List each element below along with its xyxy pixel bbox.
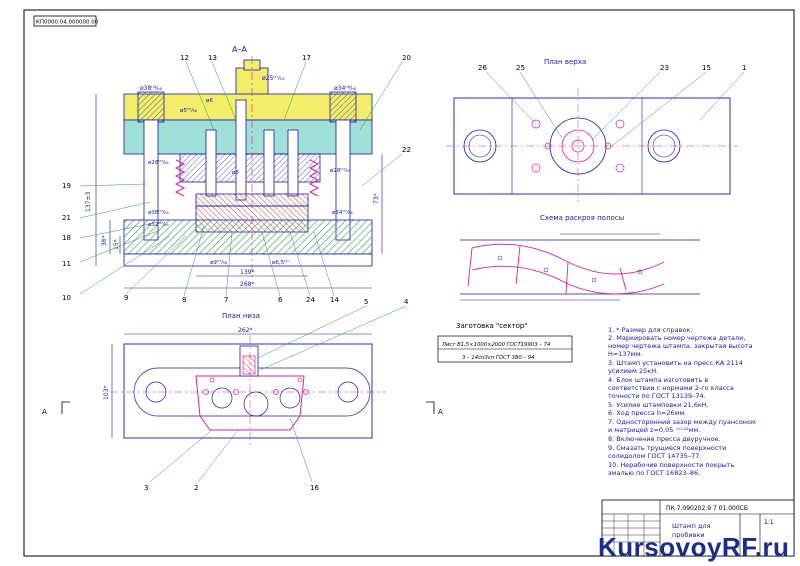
title-block: ПК 7.090202.9 7 01.000СБ Штамп для проби… [601, 499, 795, 557]
callout-10: 10 [62, 294, 71, 302]
note-4b: соответствии с нормами 2-го класса [608, 384, 734, 392]
callout-6: 6 [278, 296, 283, 304]
note-4c: точности по ГОСТ 13139–74. [608, 392, 706, 400]
callout-26: 26 [478, 64, 487, 72]
callout-25: 25 [516, 64, 525, 72]
dim-d38b: ø38ᴴ⁷⁄ₕ₆ [148, 209, 169, 216]
note-5: 5. Усилие штамповки 21,6кН. [608, 401, 709, 409]
strip-title: Схема раскроя полосы [540, 214, 624, 222]
doc-code: ПК 7.090202.9 7 01.000СБ [666, 505, 748, 512]
callout-17: 17 [302, 54, 311, 62]
note-2c: Н=137мм. [608, 350, 643, 358]
top-view-title: План верха [544, 58, 586, 66]
dim-d38: ø38ⁿ⁹⁄ₕ₈ [140, 85, 163, 92]
note-2b: номер чертежа штампа, закрытая высота [608, 342, 753, 350]
callout-8: 8 [182, 296, 186, 304]
note-8: 8. Включение пресса двуручное. [608, 435, 721, 443]
stamp-code-box: КП0000.04.000000.00 [33, 15, 99, 27]
callout-16: 16 [310, 484, 319, 492]
scale-value: 1:1 [764, 519, 774, 526]
blank-formula-bottom: 3 – 14сп3сп ГОСТ 380 – 94 [462, 355, 535, 361]
dim-d9: ø9ᴴ⁷⁄ₕ₆ [210, 259, 228, 266]
callout-5: 5 [364, 298, 368, 306]
dim-d34b: ø34ᴴ⁷⁄ₕ₆ [332, 209, 353, 216]
note-6: 6. Ход пресса h=26мм. [608, 409, 687, 417]
stamp-code: КП0000.04.000000.00 [36, 20, 99, 26]
blank-title: Заготовка "сектор" [456, 322, 528, 330]
callout-4: 4 [404, 298, 409, 306]
dim-d65: ø6,5ᴴ⁷ [272, 259, 289, 266]
drawing-name-line1: Штамп для [672, 522, 711, 530]
dim-d25: ø25ᴴ⁷⁄ₖ₆ [262, 75, 285, 82]
dim-d6: ø6 [206, 98, 213, 104]
top-view: План верха 26 25 23 15 1 [446, 58, 746, 202]
watermark: KursovoyRF.ru [598, 532, 790, 562]
dim-h103: 103* [103, 386, 110, 400]
section-title: А–А [232, 45, 247, 54]
dim-w262: 262* [238, 327, 252, 334]
callout-21: 21 [62, 214, 71, 222]
dim-d34: ø34ⁿ⁹⁄ₕ₈ [334, 85, 357, 92]
dim-h137: 137±3 [85, 192, 92, 212]
callout-13: 13 [208, 54, 217, 62]
bottom-view-title: План низа [222, 312, 260, 320]
drawing-name-line2: пробивки [672, 531, 705, 539]
callout-12: 12 [180, 54, 189, 62]
dim-h36: 36* [101, 235, 108, 246]
note-9b: солидолом ГОСТ 14735–77. [608, 452, 702, 460]
callout-15: 15 [702, 64, 711, 72]
dim-d28-left: ø28ᴴ⁷⁄ₕ₆ [148, 159, 169, 166]
section-view: А–А ø38ⁿ⁹⁄ₕ₈ ø34ⁿ⁹⁄ₕ₈ ø25ᴴ [62, 45, 411, 304]
section-mark-right: А [438, 408, 443, 416]
callout-18: 18 [62, 234, 71, 242]
callout-11: 11 [62, 260, 71, 268]
blank-formula-top: Лист В1,5×1000×2000 ГОСТ19903 – 74 [441, 342, 550, 348]
callout-20: 20 [402, 54, 411, 62]
dim-d5: ø5ᴴ⁷⁄ₕ₆ [180, 107, 198, 114]
blank-spec: Заготовка "сектор" Лист В1,5×1000×2000 Г… [437, 322, 573, 363]
note-3b: усилием 25кН. [608, 367, 659, 375]
bottom-view: План низа 262* 103* А А [42, 298, 443, 492]
callout-9: 9 [124, 294, 128, 302]
note-10b: эмалью по ГОСТ 16823–86. [608, 469, 701, 477]
callout-23: 23 [660, 64, 669, 72]
dim-d32: ø32ᴴ⁷⁄ₕ₆ [148, 221, 169, 228]
note-1: 1. * Размер для справок. [608, 326, 693, 334]
note-7: 7. Односторонний зазор между пуансоном [608, 418, 756, 426]
dim-w268: 268* [240, 281, 254, 288]
sheet-frame [23, 9, 795, 557]
callout-7: 7 [224, 296, 228, 304]
dim-d28-right: ø28ᴴ⁷⁄ₕ₆ [330, 167, 351, 174]
note-7b: и матрицей z=0,05 ⁺⁰·⁰²мм. [608, 426, 701, 434]
strip-layout: Схема раскроя полосы [460, 214, 700, 301]
callout-1: 1 [742, 64, 746, 72]
section-mark-left: А [42, 408, 47, 416]
dim-h73: 73* [373, 193, 380, 204]
note-2: 2. Маркировать номер чертежа детали, [608, 334, 746, 342]
note-4: 4. Блок штампа изготовить в [608, 376, 709, 384]
callout-14: 14 [330, 296, 339, 304]
callout-22: 22 [402, 146, 411, 154]
dim-d3: ø3 [232, 170, 239, 176]
note-9: 9. Смазать трущиеся поверхности [608, 444, 727, 452]
callout-24: 24 [306, 296, 315, 304]
dim-h15: 15* [113, 239, 120, 250]
callout-2: 2 [194, 484, 198, 492]
callout-19: 19 [62, 182, 71, 190]
dim-w139: 139* [240, 269, 254, 276]
callout-3: 3 [144, 484, 148, 492]
note-3: 3. Штамп установить на пресс КА 2114 [608, 359, 743, 367]
note-10: 10. Нерабочие поверхности покрыть [608, 461, 735, 469]
